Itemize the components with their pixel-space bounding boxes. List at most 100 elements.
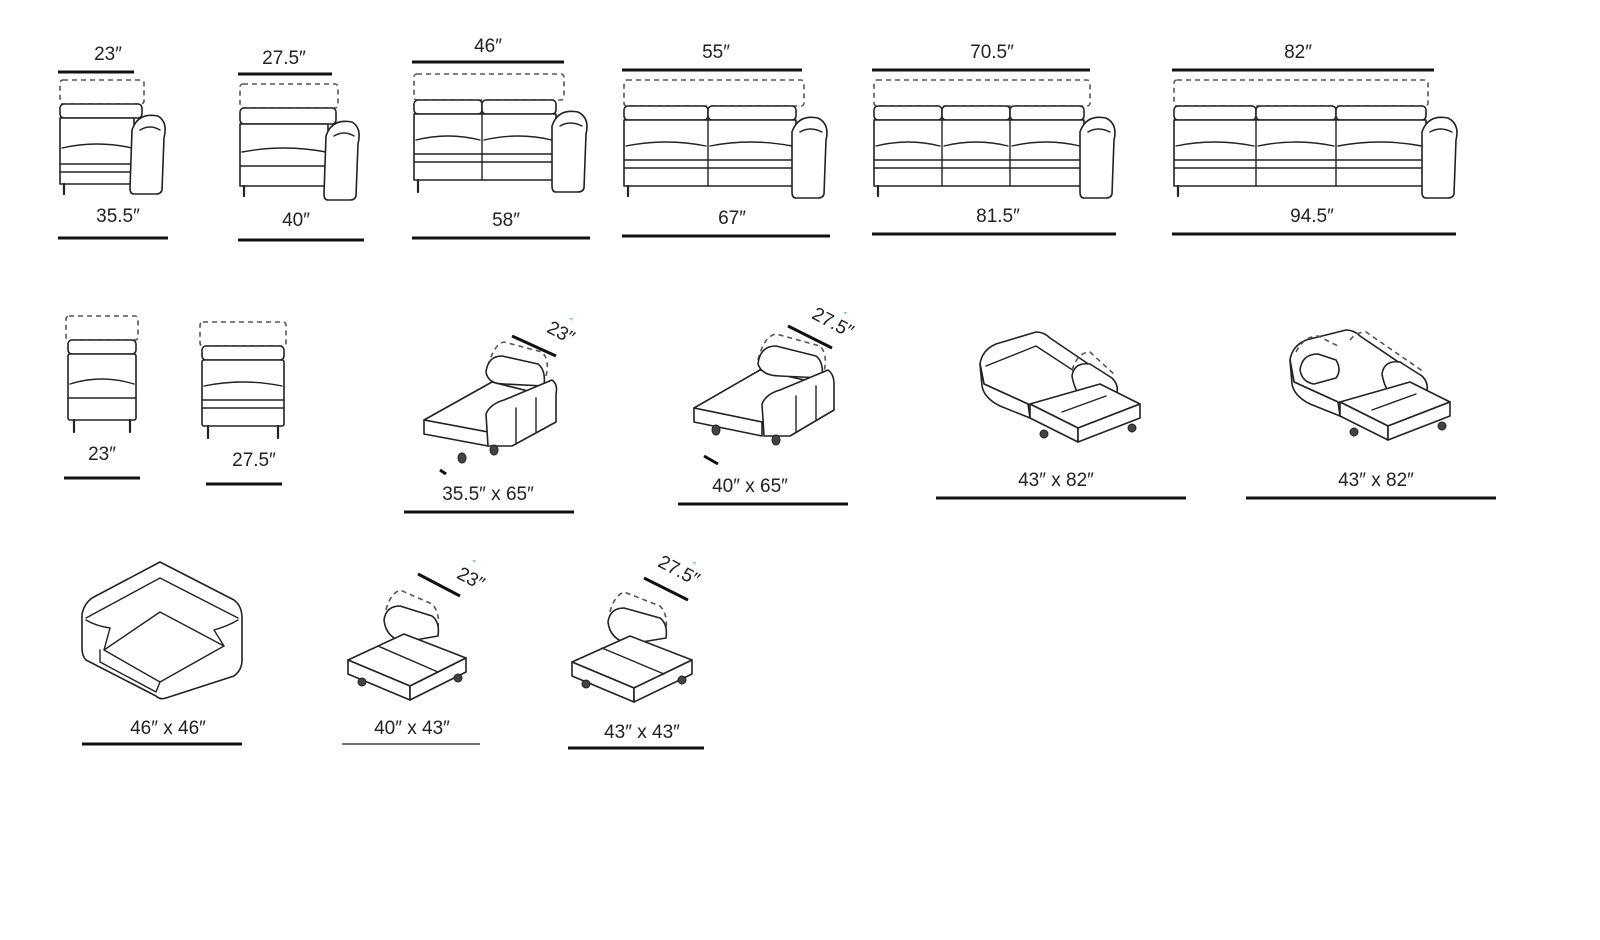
corner-base xyxy=(99,649,161,693)
headrest-dashed-outline xyxy=(1349,331,1425,373)
seat-width-label: 70.5″ xyxy=(970,42,1014,63)
overall-width-label: 58″ xyxy=(492,210,520,231)
sofa-body xyxy=(201,359,285,427)
headrest xyxy=(1299,353,1340,385)
armrest-detail xyxy=(139,126,161,131)
headrest-dashed-outline xyxy=(199,321,287,347)
sofa-body xyxy=(59,117,135,185)
sofa-foot xyxy=(581,679,591,689)
headrest xyxy=(59,103,143,119)
module-chaise-40x65: 27.5″ 40″ x 65″ xyxy=(678,304,857,506)
sofa-foot xyxy=(771,434,781,446)
armrest xyxy=(485,379,558,447)
module-sofa-82: 82″ 94.5″ xyxy=(1172,42,1458,236)
seat-side xyxy=(409,657,467,701)
seat-cushion-line xyxy=(203,381,283,387)
seat-cushion-line xyxy=(61,143,133,149)
headrest-dashed-outline xyxy=(609,591,668,631)
seat-width-label: 27.5″ xyxy=(262,48,306,69)
cushion-divider xyxy=(1371,393,1417,411)
armrest-detail xyxy=(1087,128,1111,133)
module-armless-23: 23″ xyxy=(64,315,140,480)
seat-side xyxy=(1387,401,1451,441)
module-armchair-27-5: 27.5″ 40″ xyxy=(238,48,364,242)
headrest-dashed-outline xyxy=(623,79,805,107)
headrest xyxy=(1255,105,1337,121)
headrest xyxy=(413,99,483,115)
overall-width-label: 81.5″ xyxy=(976,206,1020,227)
headrest xyxy=(941,105,1011,121)
tick-mark xyxy=(692,562,696,565)
size-label: 43″ x 82″ xyxy=(1018,470,1094,491)
seat-cushion-line xyxy=(625,141,793,147)
corner-back-line xyxy=(85,577,239,619)
depth-tick xyxy=(439,468,447,476)
armrest xyxy=(323,120,360,201)
size-label: 35.5″ x 65″ xyxy=(442,484,534,505)
seat-width-label: 46″ xyxy=(474,36,502,57)
tick-mark xyxy=(569,318,573,321)
sofa-foot xyxy=(489,444,499,456)
seat-cushion-line xyxy=(241,147,327,153)
armrest xyxy=(1421,116,1458,199)
seat-cushion-line xyxy=(875,141,1081,147)
tick-mark xyxy=(843,312,847,315)
headrest xyxy=(1173,105,1257,121)
sofa-foot xyxy=(357,677,367,687)
headrest xyxy=(707,105,797,121)
seat-width-label: 23″ xyxy=(94,44,122,65)
headrest-dashed-outline xyxy=(385,589,440,629)
seat-cushion-line xyxy=(69,378,135,385)
armrest xyxy=(791,116,828,199)
headrest xyxy=(201,345,285,361)
headrest-dashed-outline xyxy=(487,341,549,377)
sofa-foot xyxy=(711,424,721,436)
size-label: 43″ x 82″ xyxy=(1338,470,1414,491)
corner-body xyxy=(81,561,243,700)
armrest xyxy=(1289,359,1341,417)
headrest-dashed-outline xyxy=(757,333,827,373)
size-label: 40″ x 43″ xyxy=(374,718,450,739)
seat-side xyxy=(633,659,693,703)
module-sofa-70-5: 70.5″ 81.5″ xyxy=(872,42,1116,236)
seat-width-label: 27.5″ xyxy=(232,450,276,471)
headrest xyxy=(607,607,668,645)
headrest xyxy=(239,107,337,125)
seat-width-bar xyxy=(417,572,461,598)
seat-width-label: 27.5″ xyxy=(654,552,703,591)
headrest xyxy=(481,99,557,115)
corner-arm-left xyxy=(85,619,111,651)
armrest xyxy=(1079,116,1116,199)
armrest-detail xyxy=(799,128,823,133)
sofa-foot xyxy=(1127,423,1137,433)
seat-width-label: 55″ xyxy=(702,42,730,63)
sofa-foot xyxy=(457,452,467,464)
armrest-detail xyxy=(333,132,355,137)
sofa-body xyxy=(623,119,797,187)
cushion-divider xyxy=(601,647,665,675)
headrest-dashed-outline xyxy=(59,79,145,105)
headrest xyxy=(1009,105,1085,121)
seat-width-bar xyxy=(511,334,557,358)
tick-mark xyxy=(472,560,476,563)
sofa-foot xyxy=(1437,421,1447,431)
sofa-body xyxy=(1173,119,1427,187)
module-corner-46x46: 46″ x 46″ xyxy=(81,561,243,746)
seat-width-label: 27.5″ xyxy=(808,304,857,343)
module-loveseat-chaise-43x82-b: 43″ x 82″ xyxy=(1246,329,1496,500)
armrest-detail xyxy=(559,122,583,127)
size-label: 43″ x 43″ xyxy=(604,722,680,743)
headrest-dashed-outline xyxy=(1071,351,1117,377)
module-loveseat-55: 55″ 67″ xyxy=(622,42,830,238)
headrest xyxy=(623,105,709,121)
module-loveseat-chaise-43x82-a: 43″ x 82″ xyxy=(936,331,1186,500)
overall-width-label: 67″ xyxy=(718,208,746,229)
headrest xyxy=(485,355,546,387)
sofa-body xyxy=(239,123,329,187)
headrest-dashed-outline xyxy=(1295,335,1339,353)
module-ottoman-40x43: 23″ 40″ x 43″ xyxy=(342,560,488,745)
armrest xyxy=(979,363,1031,419)
corner-arm-right xyxy=(213,619,239,647)
armrest-detail xyxy=(1429,128,1453,133)
